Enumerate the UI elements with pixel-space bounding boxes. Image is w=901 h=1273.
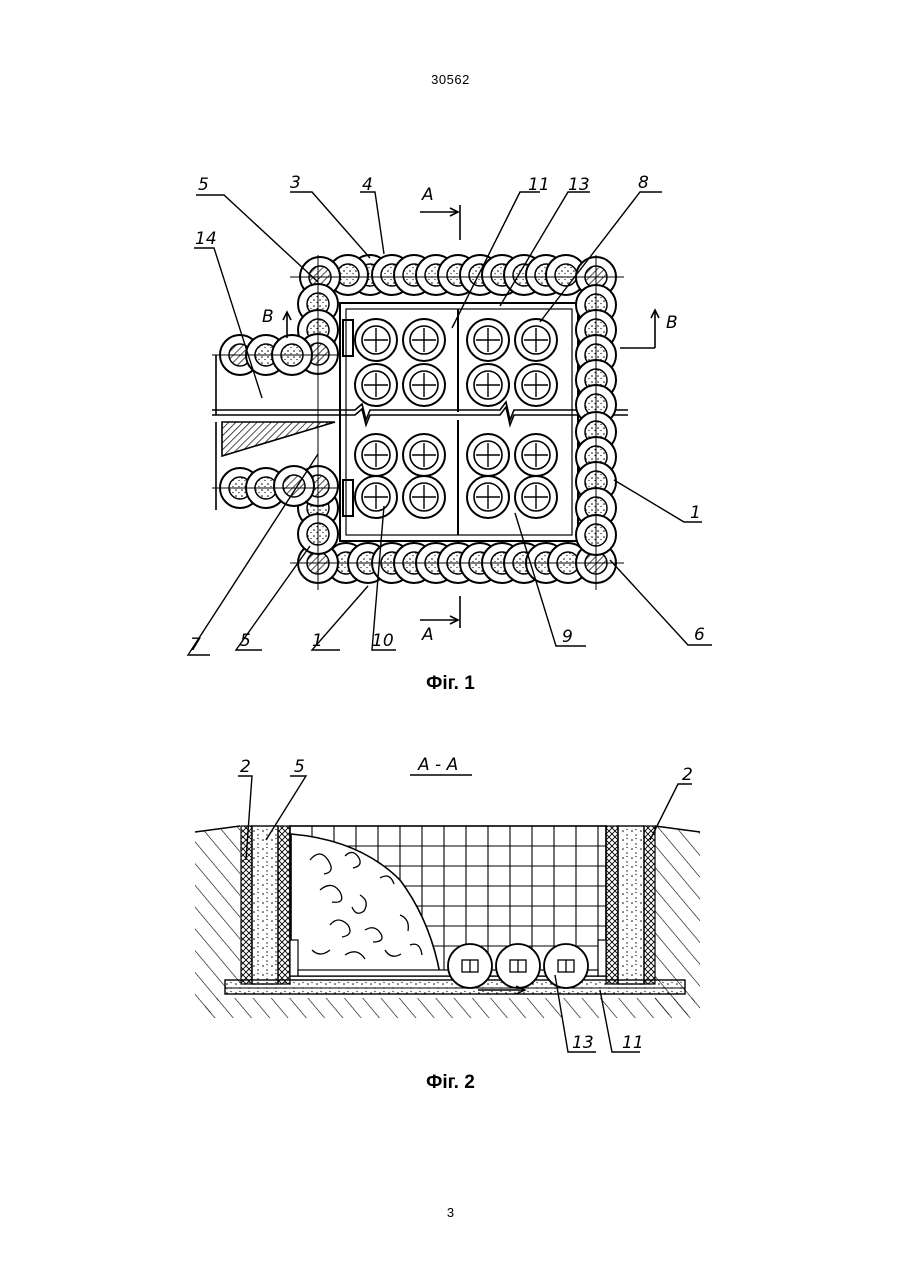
right-wall bbox=[606, 826, 655, 984]
top-ring-row bbox=[300, 255, 616, 297]
label-14: 14 bbox=[195, 229, 217, 249]
label-3: 3 bbox=[290, 173, 301, 193]
label-9: 9 bbox=[562, 627, 573, 647]
left-wall bbox=[241, 826, 290, 984]
fig2-label-11: 11 bbox=[622, 1033, 644, 1053]
figure-1-plan-view: A A B B 5 3 4 11 13 8 14 1 6 9 10 1 5 7 bbox=[0, 0, 901, 700]
fig2-label-5: 5 bbox=[294, 757, 305, 777]
label-4: 4 bbox=[362, 175, 373, 195]
figure-2-caption: Фіг. 2 bbox=[0, 1072, 901, 1094]
figure-2-section-view: A - A bbox=[0, 740, 901, 1080]
label-a-bottom: A bbox=[421, 625, 434, 645]
label-11: 11 bbox=[528, 175, 550, 195]
fig2-label-13: 13 bbox=[572, 1033, 594, 1053]
label-7: 7 bbox=[190, 635, 201, 655]
label-1-right: 1 bbox=[690, 503, 701, 523]
fig2-label-2-right: 2 bbox=[682, 765, 693, 785]
label-b-left: B bbox=[262, 307, 274, 327]
label-10: 10 bbox=[372, 631, 394, 651]
figure-1-caption: Фіг. 1 bbox=[0, 673, 901, 695]
page-number: 3 bbox=[0, 1205, 901, 1220]
label-5-top: 5 bbox=[198, 175, 209, 195]
label-b-right: B bbox=[666, 313, 678, 333]
label-5-bottom: 5 bbox=[240, 631, 251, 651]
label-8: 8 bbox=[638, 173, 649, 193]
label-13: 13 bbox=[568, 175, 590, 195]
inner-cells bbox=[355, 319, 557, 518]
section-title: A - A bbox=[417, 755, 458, 775]
label-6: 6 bbox=[694, 625, 705, 645]
label-a-top: A bbox=[421, 185, 434, 205]
fig2-label-2-left: 2 bbox=[240, 757, 251, 777]
label-1-bottom: 1 bbox=[312, 631, 323, 651]
